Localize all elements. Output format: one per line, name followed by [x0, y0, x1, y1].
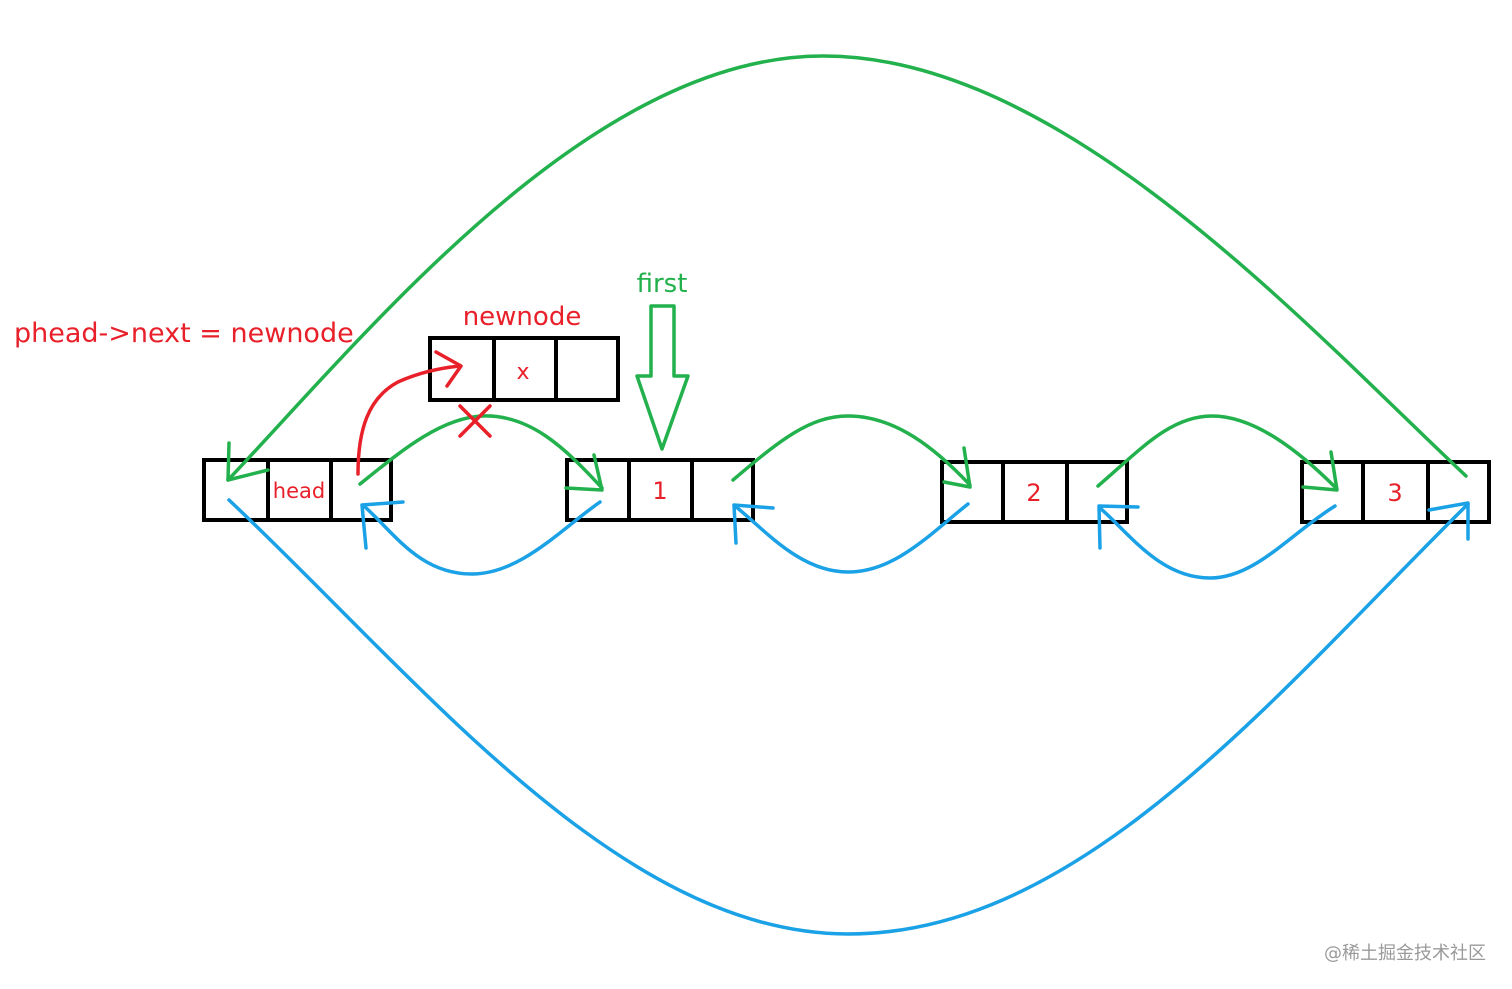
prev-link-3-to-2: [1098, 504, 1337, 580]
node-2: 2: [940, 460, 1129, 524]
newnode-box: x: [428, 336, 620, 402]
next-link-2-to-3: [1096, 414, 1338, 490]
node-2-next-cell: [1065, 460, 1129, 524]
node-3-data-cell: [1361, 460, 1430, 524]
newnode-label: newnode: [463, 302, 582, 332]
next-link-3-to-head-arrowhead: [226, 441, 270, 482]
prev-link-head-to-3-arrowhead: [1427, 501, 1470, 541]
node-3-value: 3: [1387, 479, 1402, 507]
node-head-value: head: [273, 479, 325, 503]
watermark: @稀土掘金技术社区: [1324, 943, 1486, 964]
next-link-head-to-1-arrowhead: [564, 453, 604, 492]
node-1-next-cell: [690, 458, 755, 522]
next-link-1-to-2-arrowhead: [942, 446, 972, 489]
prev-link-1-to-head: [362, 500, 602, 576]
prev-link-1-to-head-arrowhead: [360, 500, 405, 550]
node-3-next-cell: [1426, 460, 1491, 524]
node-1-value: 1: [652, 477, 667, 505]
next-link-2-to-3-arrowhead: [1301, 450, 1339, 492]
new-link-head-to-newnode: [356, 364, 462, 476]
newnode-value: x: [516, 360, 529, 385]
node-head-data-cell: [266, 458, 333, 522]
prev-link-2-to-1-arrowhead: [732, 503, 775, 545]
cut-link-cross-icon: [458, 404, 492, 438]
first-pointer-arrow: [635, 304, 690, 451]
annotation-text: phead->next = newnode: [14, 318, 354, 349]
prev-link-3-to-2-arrowhead: [1097, 504, 1140, 550]
node-2-value: 2: [1026, 479, 1041, 507]
next-link-1-to-2: [731, 414, 972, 487]
first-label: first: [637, 269, 688, 299]
newnode-data-cell: [492, 336, 558, 402]
node-head: head: [202, 458, 393, 522]
node-1-data-cell: [627, 458, 694, 522]
node-2-data-cell: [1001, 460, 1069, 524]
next-link-3-to-head: [226, 54, 1468, 482]
node-2-prev-cell: [940, 460, 1005, 524]
prev-link-head-to-3: [227, 498, 1470, 936]
newnode-next-cell: [554, 336, 620, 402]
prev-link-2-to-1: [733, 502, 970, 574]
new-link-head-to-newnode-arrowhead: [434, 350, 463, 388]
